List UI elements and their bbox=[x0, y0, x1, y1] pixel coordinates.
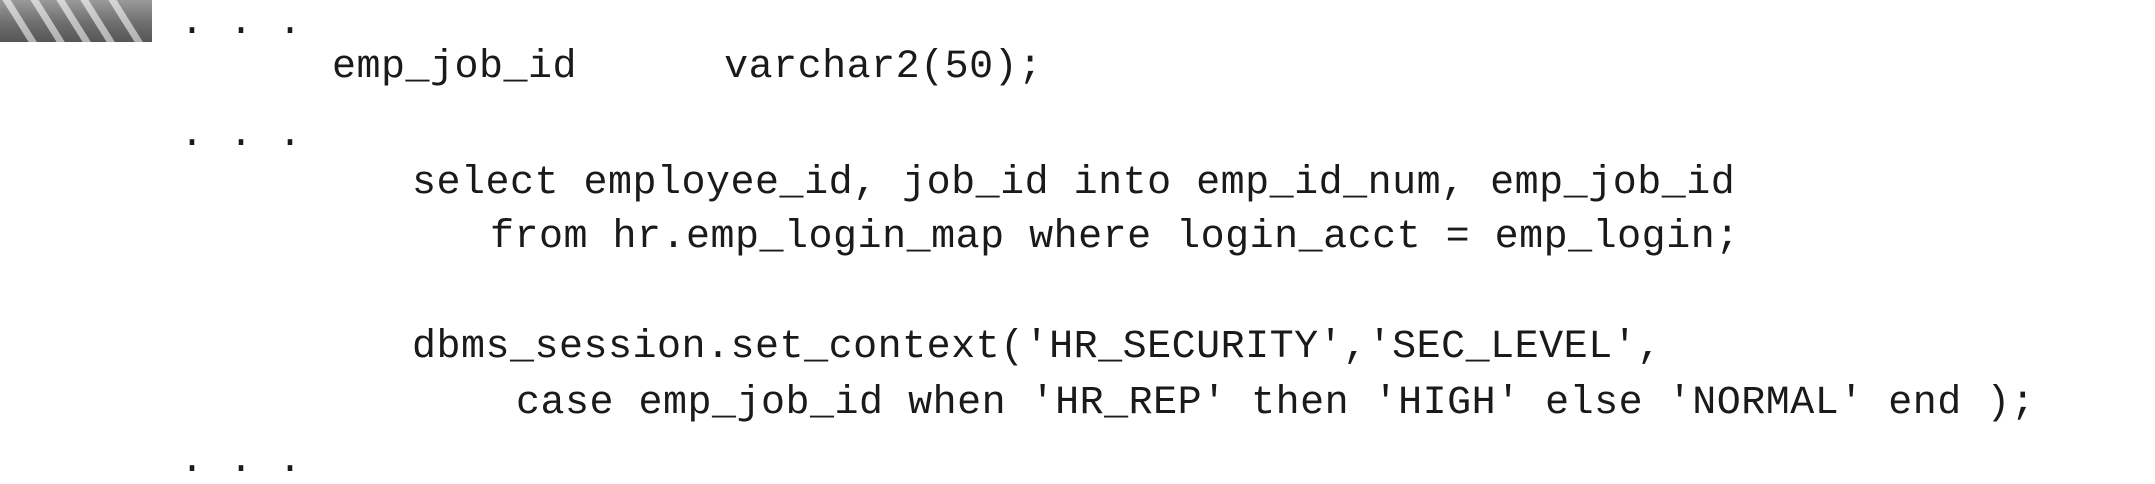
code-line-case: case emp_job_id when 'HR_REP' then 'HIGH… bbox=[516, 381, 2036, 426]
corner-thumbnail-image bbox=[0, 0, 152, 42]
code-line-declaration: emp_job_id varchar2(50); bbox=[332, 45, 1043, 90]
code-line-ellipsis-1: . . . bbox=[180, 1, 303, 46]
code-listing: . . . emp_job_id varchar2(50); . . . sel… bbox=[180, 1, 2036, 484]
code-line-ellipsis-2: . . . bbox=[180, 113, 303, 158]
code-line-select: select employee_id, job_id into emp_id_n… bbox=[412, 161, 1736, 206]
code-line-set-context: dbms_session.set_context('HR_SECURITY','… bbox=[412, 325, 1662, 370]
code-line-ellipsis-3: . . . bbox=[180, 439, 303, 484]
code-line-from: from hr.emp_login_map where login_acct =… bbox=[490, 215, 1740, 260]
